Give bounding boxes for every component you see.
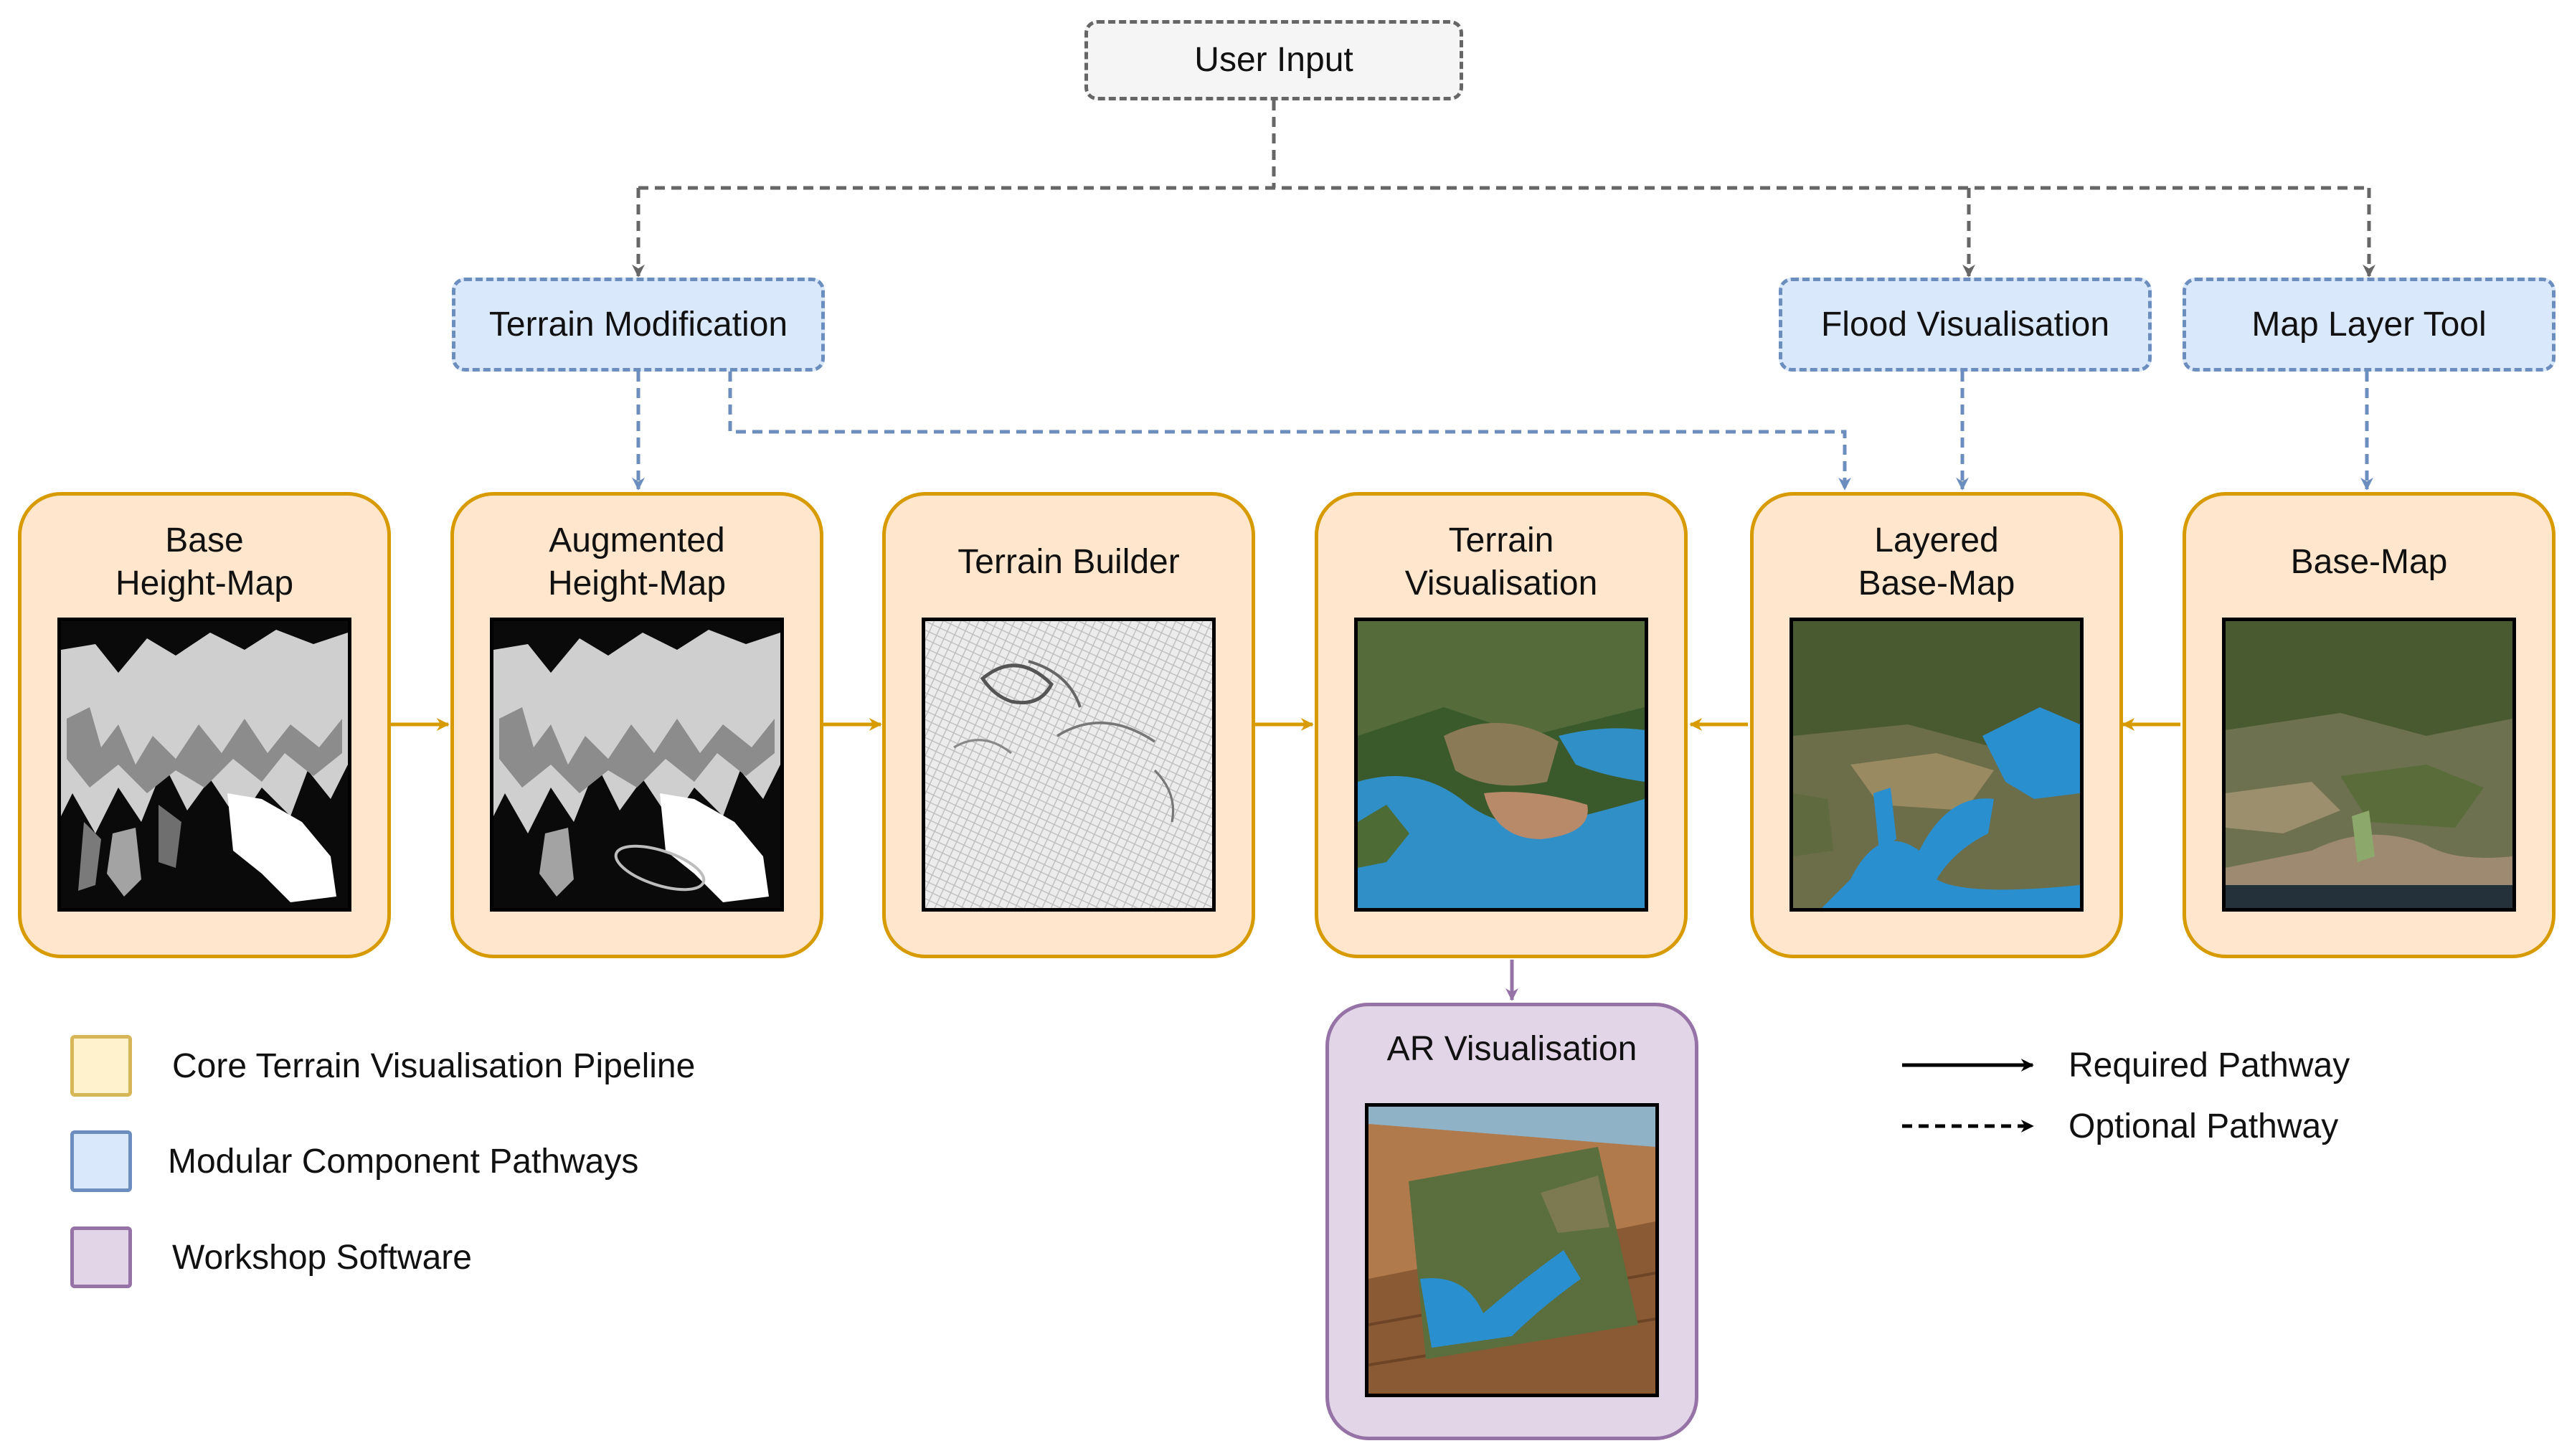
terrain-builder-title: Terrain Builder bbox=[958, 543, 1180, 581]
augmented-height-map-title: Augmented Height-Map bbox=[547, 521, 727, 602]
user-input-box: User Input bbox=[1084, 20, 1463, 100]
flood-visualisation-label: Flood Visualisation bbox=[1820, 305, 2110, 344]
legend-optional: Optional Pathway bbox=[1901, 1105, 2338, 1148]
module-connectors bbox=[632, 372, 2373, 491]
legend-modular-swatch bbox=[70, 1130, 132, 1192]
legend-optional-label: Optional Pathway bbox=[2069, 1107, 2339, 1145]
base-map-title: Base-Map bbox=[2290, 543, 2448, 581]
layered-base-map-image bbox=[1789, 618, 2084, 912]
legend-core-label: Core Terrain Visualisation Pipeline bbox=[172, 1046, 696, 1085]
legend-required-label: Required Pathway bbox=[2069, 1046, 2350, 1084]
user-input-label: User Input bbox=[1194, 41, 1353, 80]
terrain-modification-label: Terrain Modification bbox=[488, 305, 788, 344]
ar-render-image bbox=[1365, 1103, 1659, 1397]
terrain-render-image bbox=[1354, 618, 1648, 912]
dashed-arrow-icon bbox=[1902, 1120, 2034, 1133]
flood-visualisation-box: Flood Visualisation bbox=[1779, 278, 2152, 372]
base-map-image bbox=[2222, 618, 2516, 912]
legend-modular: Modular Component Pathways bbox=[70, 1130, 638, 1192]
layered-base-map-title: Layered Base-Map bbox=[1858, 521, 2015, 602]
solid-arrow-icon bbox=[1902, 1059, 2034, 1072]
legend-core-swatch bbox=[70, 1035, 132, 1097]
legend-workshop: Workshop Software bbox=[70, 1226, 472, 1288]
legend-required: Required Pathway bbox=[1901, 1044, 2350, 1087]
layered-base-map-stage: Layered Base-Map bbox=[1750, 492, 2123, 958]
legend-workshop-swatch bbox=[70, 1226, 132, 1288]
legend-workshop-label: Workshop Software bbox=[172, 1238, 472, 1277]
user-input-connectors bbox=[632, 100, 2375, 278]
map-layer-tool-label: Map Layer Tool bbox=[2251, 305, 2487, 344]
ar-visualisation-title: AR Visualisation bbox=[1386, 1030, 1637, 1068]
legend-core: Core Terrain Visualisation Pipeline bbox=[70, 1035, 695, 1097]
base-map-stage: Base-Map bbox=[2183, 492, 2556, 958]
terrain-builder-stage: Terrain Builder bbox=[882, 492, 1255, 958]
terrain-visualisation-stage: Terrain Visualisation bbox=[1315, 492, 1688, 958]
terrain-modification-box: Terrain Modification bbox=[452, 278, 825, 372]
legend-modular-label: Modular Component Pathways bbox=[168, 1142, 639, 1181]
augmented-height-map-image bbox=[490, 618, 784, 912]
height-map-image bbox=[57, 618, 351, 912]
augmented-height-map-stage: Augmented Height-Map bbox=[450, 492, 823, 958]
ar-visualisation-stage: AR Visualisation bbox=[1325, 1003, 1698, 1440]
map-layer-tool-box: Map Layer Tool bbox=[2183, 278, 2556, 372]
base-height-map-stage: Base Height-Map bbox=[18, 492, 391, 958]
terrain-visualisation-title: Terrain Visualisation bbox=[1404, 521, 1598, 602]
base-height-map-title: Base Height-Map bbox=[115, 521, 294, 602]
terrain-mesh-image bbox=[922, 618, 1216, 912]
